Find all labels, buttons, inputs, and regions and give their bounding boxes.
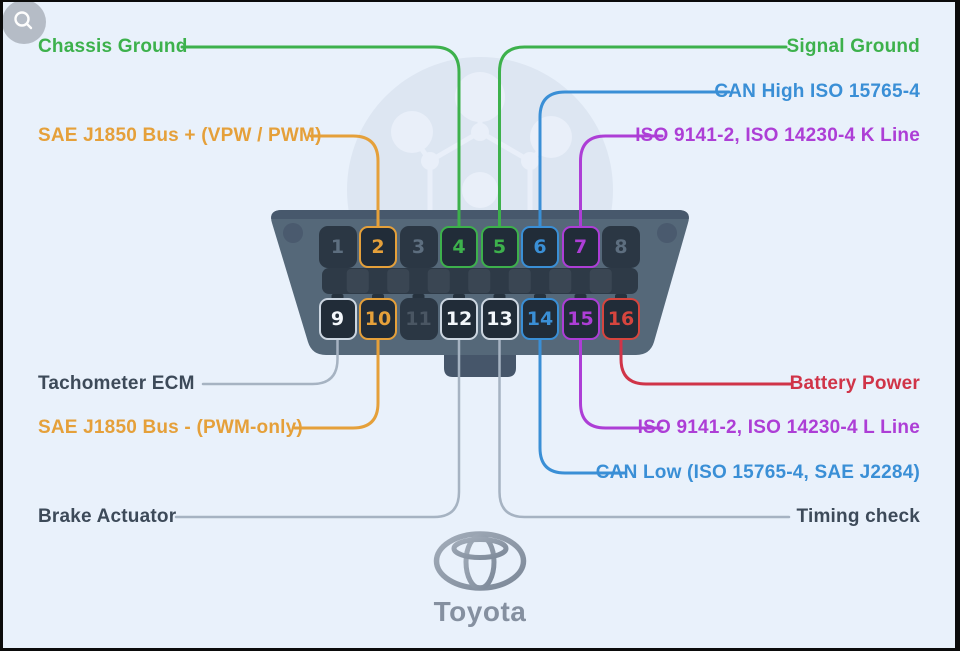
leader-line-timing-check xyxy=(498,338,791,519)
search-icon[interactable] xyxy=(2,0,46,44)
leader-line-can-high xyxy=(538,90,731,229)
label-battery-power: Battery Power xyxy=(789,373,920,394)
label-brake-actuator: Brake Actuator xyxy=(38,506,177,527)
frame-edge-right xyxy=(955,0,960,651)
magnifier-glyph xyxy=(14,11,33,30)
pin-number: 4 xyxy=(452,236,466,258)
leader-line-signal-ground xyxy=(498,45,788,229)
pin-number: 5 xyxy=(492,236,507,258)
pin-14: 14 xyxy=(521,298,559,340)
label-chassis-ground: Chassis Ground xyxy=(38,36,188,57)
pin-13: 13 xyxy=(480,298,519,340)
leader-line-brake-actuator xyxy=(174,338,461,519)
pin-number: 3 xyxy=(411,236,426,258)
leader-line-tachometer xyxy=(201,338,339,386)
pin-number: 2 xyxy=(371,236,385,258)
pin-9: 9 xyxy=(318,298,357,340)
pin-6: 6 xyxy=(521,226,559,268)
pin-number: 9 xyxy=(330,308,345,330)
leader-line-chassis-ground xyxy=(180,45,461,229)
pin-7: 7 xyxy=(561,226,600,268)
toyota-logo-icon xyxy=(433,531,527,591)
pin-10: 10 xyxy=(359,298,397,340)
leader-line-battery-power xyxy=(619,338,793,386)
pin-number: 8 xyxy=(614,236,628,258)
connector-tab xyxy=(444,355,516,377)
pin-number: 13 xyxy=(486,308,513,330)
leader-line-can-low xyxy=(538,338,627,475)
leader-lines xyxy=(174,45,793,519)
label-tachometer: Tachometer ECM xyxy=(38,373,195,394)
screw-hole-left xyxy=(283,223,303,243)
pin-number: 6 xyxy=(533,236,547,258)
label-k-line: ISO 9141-2, ISO 14230-4 K Line xyxy=(635,125,920,146)
pin-number: 12 xyxy=(445,308,473,330)
pin-1: 1 xyxy=(318,226,357,268)
frame-edge-top xyxy=(0,0,960,2)
label-signal-ground: Signal Ground xyxy=(786,36,920,57)
pin-number: 10 xyxy=(364,308,392,330)
label-timing-check: Timing check xyxy=(796,506,920,527)
frame-edge-left xyxy=(0,0,3,651)
pin-number: 7 xyxy=(573,236,588,258)
pin-number: 16 xyxy=(607,308,635,330)
label-j1850-minus: SAE J1850 Bus - (PWM-only) xyxy=(38,417,303,438)
pin-12: 12 xyxy=(440,298,478,340)
leader-line-k-line xyxy=(579,134,664,229)
pin-4: 4 xyxy=(440,226,478,268)
leader-line-j1850-plus xyxy=(309,134,380,229)
pin-5: 5 xyxy=(480,226,519,268)
brand-name: Toyota xyxy=(433,596,527,627)
pin-number: 1 xyxy=(330,236,345,258)
pin-8: 8 xyxy=(602,226,640,268)
pin-number: 14 xyxy=(526,308,554,330)
pin-number: 15 xyxy=(567,308,594,330)
pin-2: 2 xyxy=(359,226,397,268)
leader-line-j1850-minus xyxy=(293,338,380,430)
pin-3: 3 xyxy=(399,226,438,268)
pin-number: 11 xyxy=(405,308,432,330)
leader-line-l-line xyxy=(579,338,664,430)
pin-11: 11 xyxy=(399,298,438,340)
label-l-line: ISO 9141-2, ISO 14230-4 L Line xyxy=(637,417,920,438)
frame-edge-bottom xyxy=(0,648,960,651)
label-j1850-plus: SAE J1850 Bus + (VPW / PWM) xyxy=(38,125,322,146)
pin-15: 15 xyxy=(561,298,600,340)
screw-hole-right xyxy=(657,223,677,243)
label-can-high: CAN High ISO 15765-4 xyxy=(714,81,920,102)
pin-16: 16 xyxy=(602,298,640,340)
brand-block: Toyota xyxy=(380,528,580,628)
label-can-low: CAN Low (ISO 15765-4, SAE J2284) xyxy=(595,462,920,483)
